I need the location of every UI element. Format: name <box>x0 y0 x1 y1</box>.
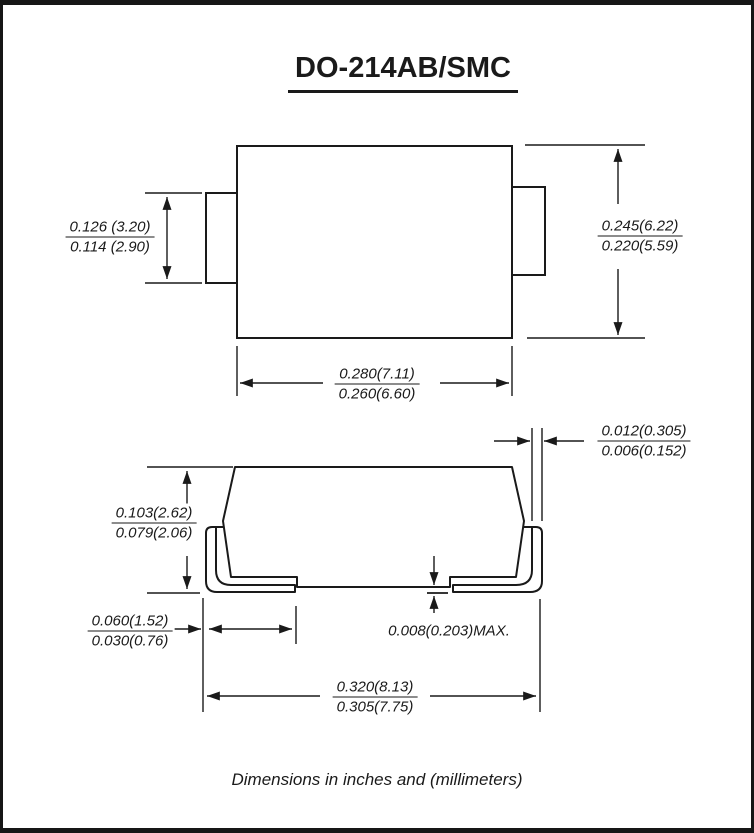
top-view-left-lead-tab <box>205 192 238 284</box>
side-view-right-lead <box>452 526 543 593</box>
dim-value-inches: 0.126 (3.20) <box>65 219 155 238</box>
dim-value-inches: 0.245(6.22) <box>597 218 683 237</box>
top-view <box>205 145 546 339</box>
side-view-dimension-lines <box>147 428 584 712</box>
dim-label-body-width: 0.280(7.11) 0.260(6.60) <box>332 364 422 404</box>
page-border-bottom <box>0 828 754 833</box>
dim-value-inches: 0.260(6.60) <box>338 385 416 403</box>
units-caption: Dimensions in inches and (millimeters) <box>231 770 523 789</box>
dim-value-inches: 0.280(7.11) <box>334 366 420 385</box>
page-border-left <box>0 0 3 833</box>
dim-value-inches: 0.008(0.203)MAX. <box>388 622 510 640</box>
page-border-right <box>751 0 754 833</box>
top-view-dimension-lines <box>145 144 645 396</box>
top-view-right-lead-tab <box>511 186 546 276</box>
package-title: DO-214AB/SMC <box>288 52 518 93</box>
dim-value-inches: 0.060(1.52) <box>87 613 173 632</box>
top-view-body <box>236 145 513 339</box>
dim-label-lead-thickness: 0.012(0.305) 0.006(0.152) <box>595 421 693 461</box>
dim-value-inches: 0.103(2.62) <box>111 505 197 524</box>
dim-label-standoff: 0.008(0.203)MAX. <box>382 621 516 641</box>
dim-label-body-height: 0.245(6.22) 0.220(5.59) <box>595 216 685 256</box>
dim-value-inches: 0.012(0.305) <box>597 423 691 442</box>
dim-value-inches: 0.305(7.75) <box>336 698 414 716</box>
dim-label-overall-width: 0.320(8.13) 0.305(7.75) <box>330 677 420 717</box>
dim-value-inches: 0.079(2.06) <box>115 524 193 542</box>
dim-value-inches: 0.006(0.152) <box>601 442 687 460</box>
dim-value-inches: 0.320(8.13) <box>332 679 418 698</box>
side-view-body <box>222 466 525 588</box>
dim-label-side-height: 0.103(2.62) 0.079(2.06) <box>109 503 199 543</box>
dim-value-inches: 0.114 (2.90) <box>70 238 150 256</box>
side-view <box>205 466 543 594</box>
side-view-left-lead <box>205 526 296 593</box>
dim-label-tab-height: 0.126 (3.20) 0.114 (2.90) <box>63 217 157 257</box>
dim-label-foot-length: 0.060(1.52) 0.030(0.76) <box>85 611 175 651</box>
page-border-top <box>0 0 754 5</box>
dim-value-inches: 0.030(0.76) <box>91 632 169 650</box>
dim-value-inches: 0.220(5.59) <box>601 237 679 255</box>
